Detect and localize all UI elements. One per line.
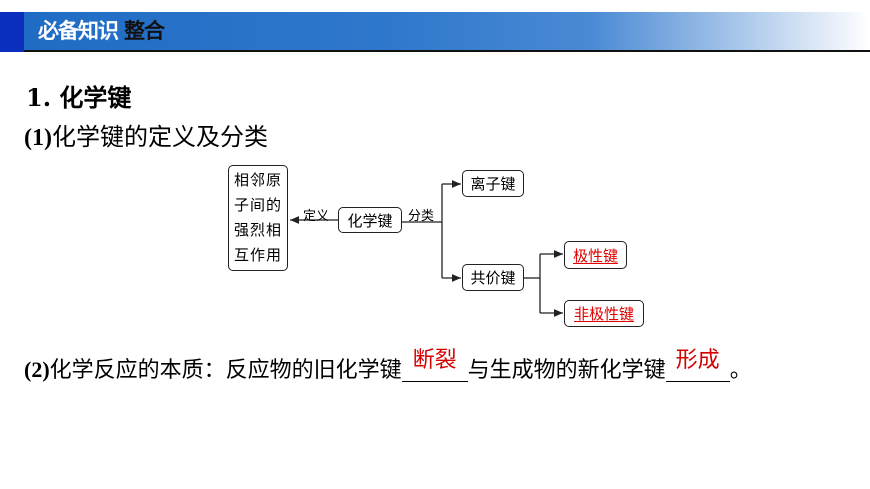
reaction-essence-sentence: (2)化学反应的本质：反应物的旧化学键断裂与生成物的新化学键形成。	[24, 350, 752, 384]
nonpolar-bond-answer: 非极性键	[573, 305, 634, 323]
nonpolar-bond-box: 非极性键	[564, 300, 644, 327]
banner-title-sub: 整合	[124, 19, 165, 43]
definition-line: 强烈相	[233, 221, 282, 239]
chemical-bond-box: 化学键	[338, 207, 402, 233]
polar-bond-box: 极性键	[564, 241, 627, 269]
section-heading: 1. 化学键	[26, 83, 132, 112]
subheading-number: (1)	[24, 125, 52, 151]
banner-underline	[24, 50, 870, 52]
definition-line: 互作用	[233, 246, 282, 264]
answer-blank-2: 形成	[665, 350, 730, 382]
section-subheading: (1)化学键的定义及分类	[24, 117, 268, 152]
banner-title: 必备知识整合	[38, 16, 165, 46]
answer-blank-1: 断裂	[401, 350, 468, 382]
ionic-bond-box: 离子键	[462, 170, 524, 197]
definition-line: 子间的	[233, 196, 282, 214]
definition-box: 相邻原 子间的 强烈相 互作用	[228, 165, 288, 271]
essence-number: (2)	[24, 357, 50, 382]
essence-text-end: 。	[729, 358, 752, 383]
answer-1: 断裂	[412, 348, 457, 373]
covalent-bond-box: 共价键	[462, 264, 524, 291]
definition-label: 定义	[303, 209, 330, 224]
essence-text-middle: 与生成物的新化学键	[467, 358, 666, 383]
classification-label: 分类	[408, 209, 435, 224]
banner-title-main: 必备知识	[38, 19, 119, 43]
section-banner	[0, 12, 870, 50]
essence-text-before: 化学反应的本质：反应物的旧化学键	[49, 358, 402, 383]
banner-accent-bar	[0, 12, 24, 52]
polar-bond-answer: 极性键	[572, 246, 618, 265]
subheading-text: 化学键的定义及分类	[51, 123, 268, 151]
answer-2: 形成	[675, 348, 720, 373]
definition-line: 相邻原	[233, 171, 282, 189]
